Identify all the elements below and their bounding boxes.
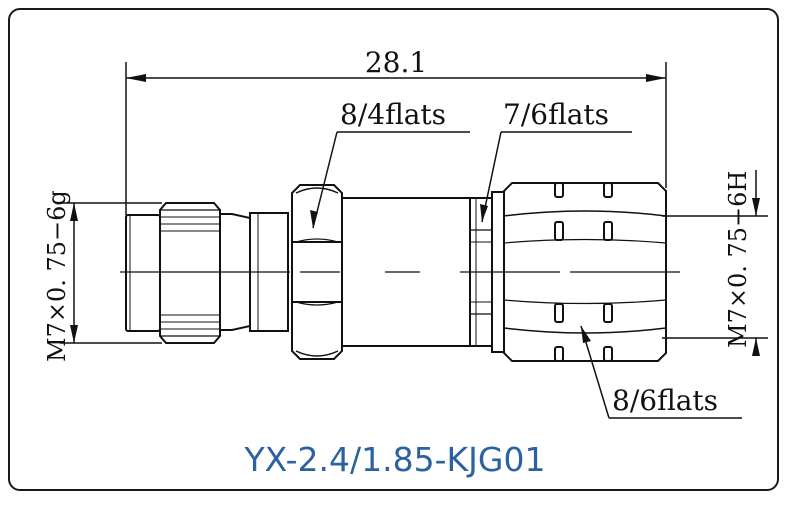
flats-middle-label: 7/6flats xyxy=(503,98,609,131)
model-number: YX-2.4/1.85-KJG01 xyxy=(244,440,546,479)
flats-left-label: 8/4flats xyxy=(340,98,446,131)
leader-8-6-flats: 8/6flats xyxy=(580,325,742,419)
thread-left-label: M7×0. 75−6g xyxy=(43,190,71,362)
drawing-frame xyxy=(8,8,779,491)
left-hex-nut xyxy=(291,184,343,360)
thread-right-label: M7×0. 75−6H xyxy=(724,171,752,348)
left-thread-dimension: M7×0. 75−6g xyxy=(43,190,162,362)
leader-8-4-flats: 8/4flats xyxy=(310,98,470,229)
overall-length-dimension: 28.1 xyxy=(125,46,667,215)
overall-length-label: 28.1 xyxy=(365,46,427,79)
right-thread-dimension: M7×0. 75−6H xyxy=(662,170,768,356)
left-threaded-plug xyxy=(125,202,289,344)
leader-7-6-flats: 7/6flats xyxy=(480,98,632,223)
flats-right-label: 8/6flats xyxy=(612,384,718,417)
